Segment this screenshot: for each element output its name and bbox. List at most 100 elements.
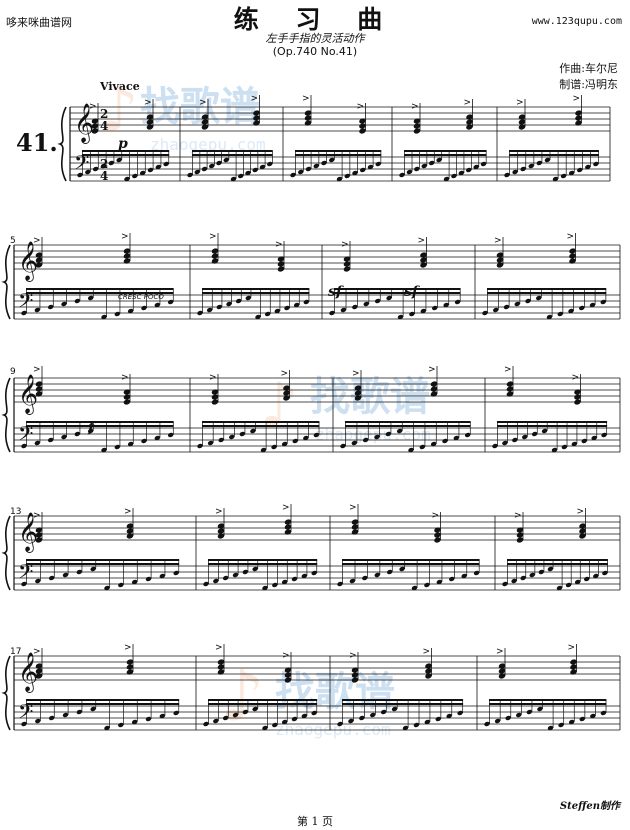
bass-note-head — [267, 161, 273, 167]
bass-note-head — [443, 302, 449, 308]
bass-note-head — [87, 295, 94, 301]
accent-mark: > — [121, 373, 129, 383]
bass-note-head — [348, 718, 354, 724]
bass-note-head — [271, 444, 277, 450]
bass-note-head — [301, 573, 308, 579]
bass-note-head — [74, 298, 81, 304]
measure-number-5: 5 — [10, 236, 16, 246]
bass-note-head — [262, 725, 268, 731]
bass-note-head — [213, 578, 219, 584]
bass-note-head — [492, 443, 498, 449]
note-head — [91, 123, 99, 129]
bass-note-head — [147, 167, 154, 173]
accent-mark: > — [282, 651, 290, 661]
bass-note-head — [222, 575, 229, 581]
note-head — [570, 659, 577, 665]
bass-note-head — [47, 304, 54, 310]
note-head — [304, 110, 312, 116]
note-head — [575, 120, 582, 126]
bass-note-head — [399, 172, 405, 178]
note-head — [498, 668, 506, 674]
bass-clef: 𝄢 — [18, 289, 33, 317]
bass-note-head — [76, 709, 83, 715]
bass-clef: 𝄢 — [18, 700, 33, 728]
bass-note-head — [313, 163, 319, 169]
note-head — [570, 664, 577, 670]
bass-note-head — [61, 301, 67, 307]
bass-note-head — [92, 166, 99, 172]
accent-mark: > — [89, 102, 97, 112]
note-head — [284, 529, 292, 535]
bass-note-head — [245, 170, 251, 176]
bass-note-head — [432, 305, 438, 311]
bass-note-head — [436, 157, 442, 163]
bass-note-head — [274, 308, 281, 314]
bass-note-head — [600, 710, 607, 716]
bass-note-head — [385, 431, 392, 437]
note-head — [217, 528, 225, 534]
bass-note-head — [421, 163, 427, 169]
bass-note-head — [21, 443, 27, 449]
bass-note-head — [293, 302, 300, 308]
note-head — [496, 252, 504, 258]
bass-note-head — [132, 173, 138, 179]
bass-note-head — [159, 713, 166, 719]
bass-note-head — [209, 163, 215, 169]
bass-note-head — [262, 585, 268, 591]
bass-note-head — [201, 166, 208, 172]
bass-note-head — [87, 428, 94, 434]
note-head — [126, 664, 134, 670]
note-head — [211, 248, 219, 254]
note-head — [211, 394, 219, 400]
note-head — [569, 253, 576, 259]
bass-note-head — [584, 576, 590, 582]
note-head — [516, 527, 524, 533]
bass-note-head — [197, 443, 203, 449]
bass-note-head — [541, 428, 548, 434]
bass-note-head — [85, 169, 91, 175]
note-head — [35, 391, 43, 397]
bass-clef: 𝄢 — [18, 560, 33, 588]
note-head — [569, 248, 576, 254]
bass-note-head — [402, 725, 409, 731]
bass-note-head — [303, 299, 310, 305]
note-head — [35, 673, 43, 679]
bass-note-head — [226, 301, 232, 307]
note-head — [277, 256, 285, 262]
bass-clef: 𝄢 — [18, 422, 33, 450]
bass-note-head — [593, 573, 599, 579]
bass-note-head — [397, 314, 404, 320]
bass-note-head — [292, 438, 298, 444]
note-head — [518, 124, 526, 130]
note-head — [123, 399, 131, 405]
bass-note-head — [48, 715, 55, 721]
bass-note-head — [360, 167, 366, 173]
accent-mark: > — [144, 98, 152, 108]
bass-note-head — [281, 579, 288, 585]
bass-note-head — [131, 719, 138, 725]
bass-note-head — [238, 173, 244, 179]
bass-note-head — [329, 310, 335, 316]
note-head — [211, 389, 219, 395]
note-head — [91, 128, 99, 134]
treble-clef: 𝄞 — [74, 103, 94, 144]
note-head — [466, 119, 473, 125]
note-head — [35, 668, 43, 674]
bass-note-head — [145, 716, 152, 722]
accent-mark: > — [432, 511, 440, 521]
bass-note-head — [281, 441, 288, 447]
bass-note-head — [344, 173, 350, 179]
score-maker: Steffen制作 — [559, 801, 620, 812]
bass-note-head — [163, 161, 169, 167]
bass-note-head — [557, 311, 563, 317]
measure-number-13: 13 — [10, 507, 22, 517]
bass-note-head — [386, 295, 392, 301]
note-head — [35, 663, 43, 669]
accent-mark: > — [418, 236, 426, 246]
bass-note-head — [547, 725, 554, 731]
bass-note-head — [547, 566, 554, 572]
note-head — [434, 527, 441, 533]
bass-note-head — [213, 718, 219, 724]
bass-note-head — [380, 709, 387, 715]
bass-note-head — [466, 167, 472, 173]
